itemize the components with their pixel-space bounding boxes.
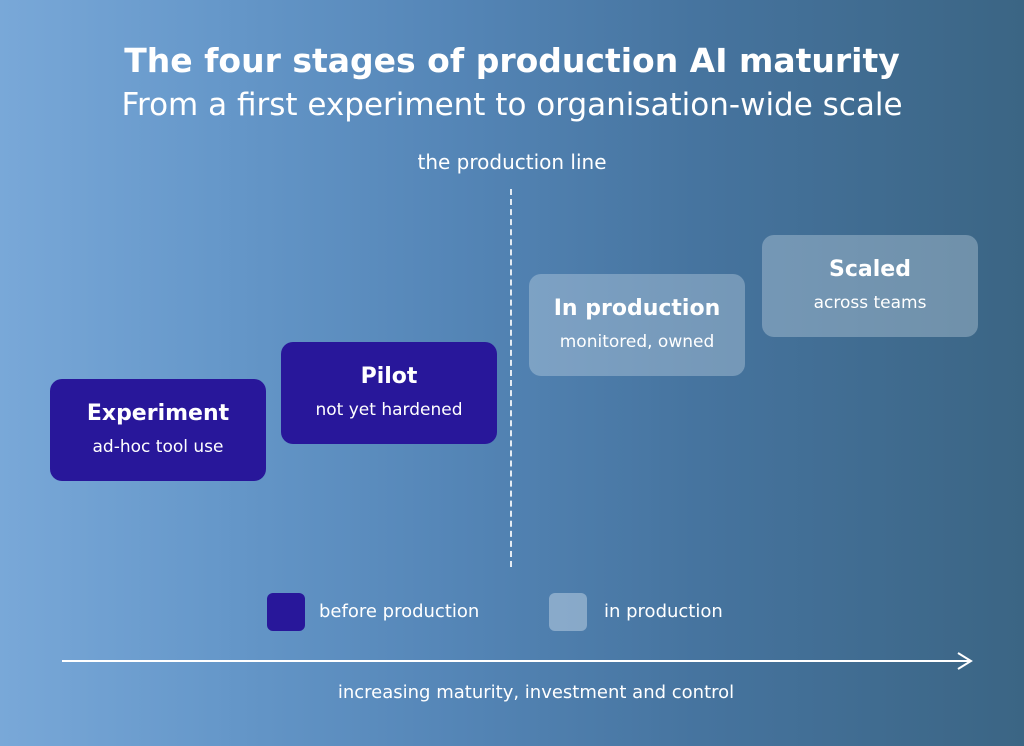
stage-description: ad-hoc tool use [92,437,224,457]
stage-scaled: Scaled across teams [762,235,978,337]
stage-name: Pilot [360,364,418,389]
production-line-label: the production line [417,150,607,174]
maturity-axis-label: increasing maturity, investment and cont… [337,682,735,703]
stage-experiment: Experiment ad-hoc tool use [50,379,266,481]
diagram-subtitle: From a first experiment to organisation-… [121,87,903,123]
legend-label-before-production: before production [319,601,480,622]
stage-description: not yet hardened [315,400,463,420]
legend-swatch-in-production [549,593,587,631]
diagram-title: The four stages of production AI maturit… [124,41,900,80]
legend-swatch-before-production [267,593,305,631]
legend-label-in-production: in production [604,601,723,622]
production-line-divider [510,189,512,567]
stage-description: across teams [813,293,927,313]
stage-in-production: In production monitored, owned [529,274,745,376]
arrow-right-icon [62,652,973,670]
stage-name: In production [553,296,721,321]
stage-description: monitored, owned [559,332,715,352]
stage-name: Scaled [829,257,911,282]
stage-name: Experiment [86,401,230,426]
stage-pilot: Pilot not yet hardened [281,342,497,444]
